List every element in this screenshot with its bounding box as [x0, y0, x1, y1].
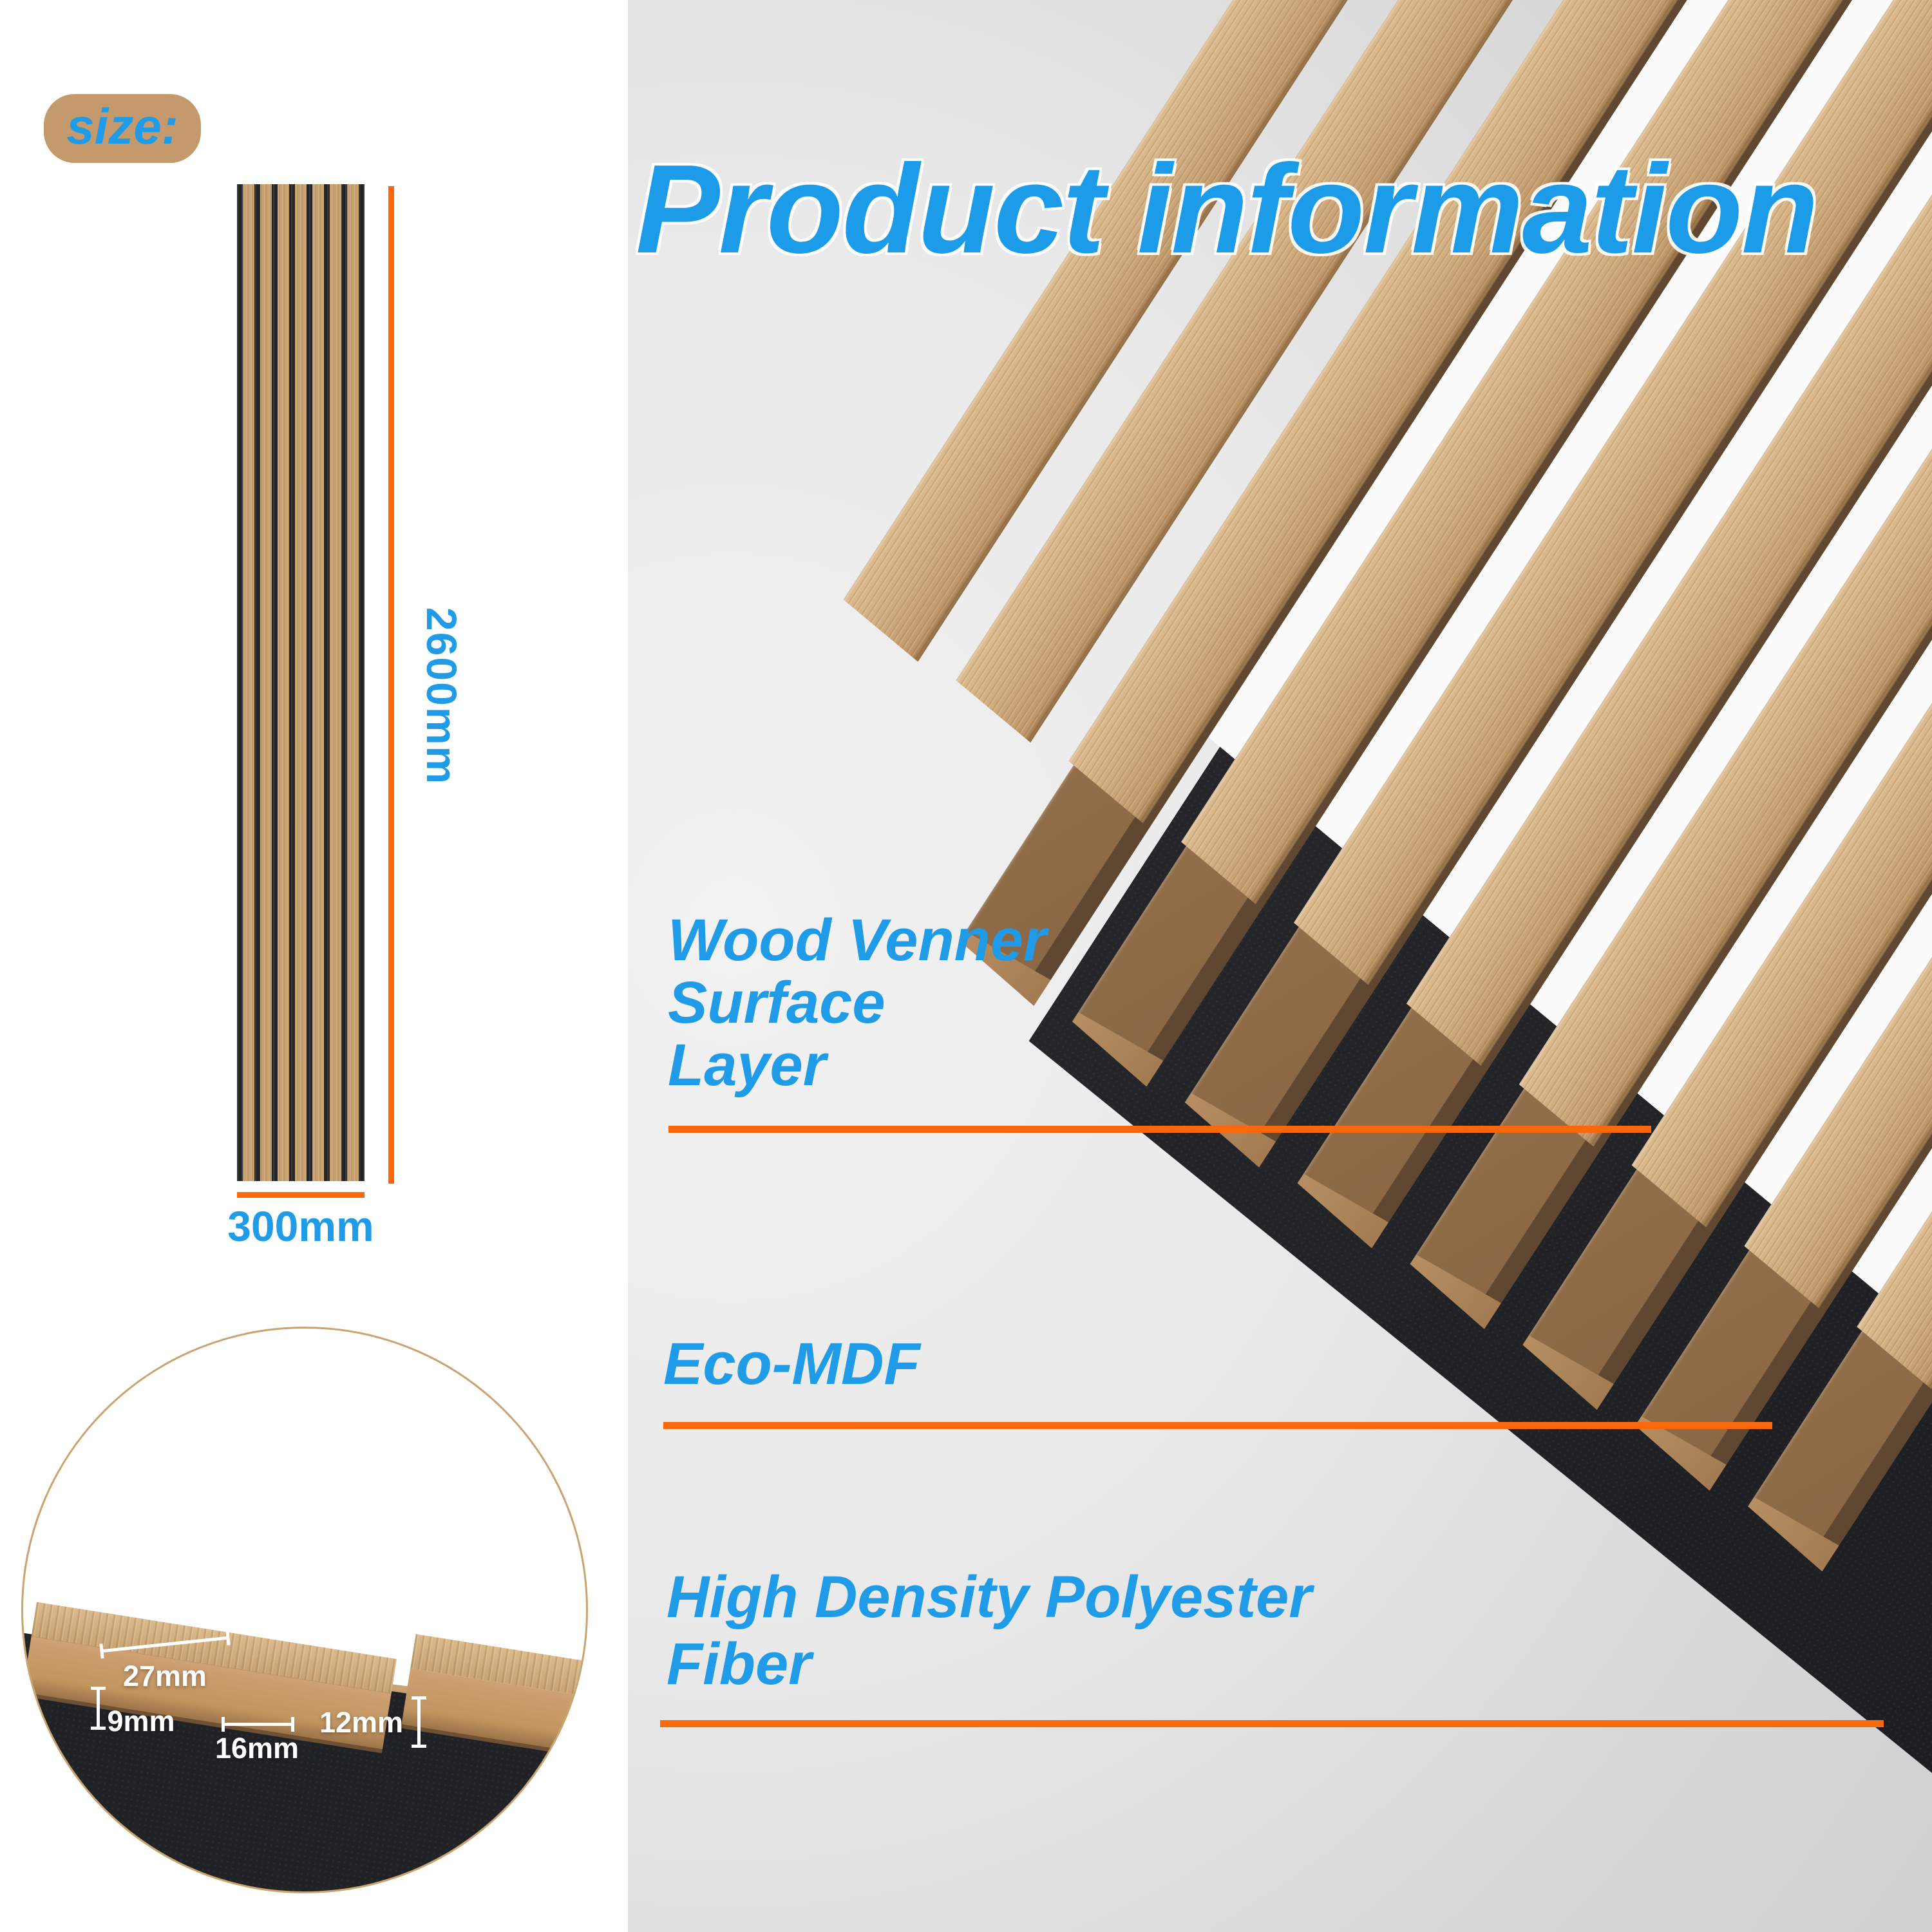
size-badge-label: size: [66, 98, 178, 155]
width-dimension-label: 300mm [227, 1202, 374, 1250]
dim-12mm-line [412, 1696, 426, 1748]
layer-label-line: Surface [668, 970, 886, 1036]
layer-label-line: High Density Polyester [667, 1564, 1312, 1630]
layer-label-line: Fiber [667, 1631, 811, 1697]
layer-label-polyester-fiber: High Density Polyester Fiber [667, 1564, 1312, 1698]
layer-label-line: Wood Venner [668, 907, 1046, 973]
layer-label-eco-mdf: Eco-MDF [663, 1333, 920, 1396]
layer-label-line: Layer [668, 1032, 826, 1098]
size-badge: size: [44, 94, 201, 163]
layer-underline-polyester-fiber [660, 1720, 1884, 1727]
height-dimension-line [388, 186, 394, 1184]
slat-panel-front-view [237, 184, 365, 1181]
layer-underline-eco-mdf [663, 1422, 1772, 1429]
product-info-panel: Product information Wood Venner Surface … [628, 0, 1932, 1932]
layer-underline-wood-veneer [668, 1126, 1651, 1133]
page-title: Product information [636, 138, 1819, 279]
layer-label-line: Eco-MDF [663, 1331, 920, 1397]
dim-16mm-label: 16mm [214, 1732, 299, 1765]
dim-12mm-label: 12mm [319, 1706, 404, 1739]
width-dimension-line [237, 1192, 365, 1198]
dim-27mm-label: 27mm [122, 1660, 207, 1692]
dim-9mm-line [91, 1687, 106, 1730]
dim-16mm-line [222, 1717, 294, 1732]
dim-9mm-label: 9mm [107, 1705, 175, 1738]
layer-label-wood-veneer: Wood Venner Surface Layer [668, 909, 1046, 1097]
cross-section-circle: 27mm 9mm 16mm 12mm [21, 1327, 588, 1893]
height-dimension-label: 2600mm [418, 607, 466, 786]
